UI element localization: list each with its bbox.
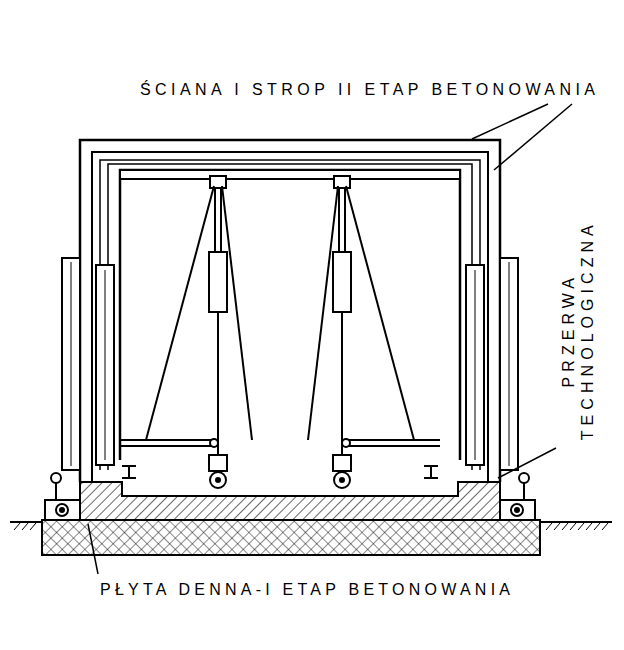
leader-lines-part bbox=[494, 104, 572, 170]
hydraulic-props-part bbox=[209, 252, 227, 312]
foundation-part bbox=[60, 508, 64, 512]
hydraulic-props-part bbox=[214, 188, 216, 252]
foundation-part bbox=[42, 520, 540, 555]
leader-lines-part bbox=[498, 448, 556, 478]
walls-and-roof-part bbox=[80, 140, 500, 482]
foundation bbox=[42, 482, 540, 555]
stage-two-label: ŚCIANA I STROP II ETAP BETONOWANIA bbox=[140, 80, 599, 99]
screw-jacks bbox=[51, 473, 529, 500]
stage-one-label: PŁYTA DENNA-I ETAP BETONOWANIA bbox=[100, 580, 514, 599]
carriage-beam bbox=[120, 170, 460, 188]
hydraulic-props-part bbox=[210, 472, 226, 488]
hydraulic-props-part bbox=[210, 439, 218, 447]
foundation-part bbox=[500, 500, 535, 520]
hydraulic-props-part bbox=[146, 186, 214, 440]
foundation-part bbox=[45, 500, 80, 520]
hydraulic-props-part bbox=[216, 478, 220, 482]
carriage-beam-part bbox=[210, 176, 226, 188]
leader-lines-part bbox=[88, 524, 98, 574]
walls-and-roof bbox=[80, 140, 500, 482]
side-panels bbox=[62, 258, 518, 470]
foundation-part bbox=[56, 504, 68, 516]
walls-and-roof-part bbox=[100, 160, 480, 470]
hydraulic-props-part bbox=[220, 188, 222, 252]
hydraulic-props-part bbox=[217, 312, 219, 455]
foundation-part bbox=[80, 482, 500, 520]
carriage-beam-part bbox=[334, 176, 350, 188]
joint-label: PRZERWA TECHNOLOGICZNA bbox=[559, 220, 597, 440]
carriage-beam-part bbox=[120, 170, 460, 179]
hydraulic-props bbox=[120, 186, 252, 488]
foundation-part bbox=[515, 508, 519, 512]
hydraulic-props bbox=[308, 186, 440, 488]
hydraulic-props-part bbox=[120, 439, 212, 441]
screw-jacks-part bbox=[519, 473, 529, 483]
walls-and-roof-part bbox=[108, 164, 472, 470]
hydraulic-props-part bbox=[209, 455, 227, 471]
leader-lines bbox=[88, 104, 572, 574]
hydraulic-props-part bbox=[120, 445, 212, 447]
side-panels-part bbox=[71, 262, 509, 466]
walls-and-roof-part bbox=[92, 152, 488, 482]
walls-and-roof-part bbox=[120, 170, 460, 460]
hydraulic-props-part bbox=[122, 466, 136, 478]
foundation-part bbox=[511, 504, 523, 516]
screw-jacks-part bbox=[51, 473, 61, 483]
